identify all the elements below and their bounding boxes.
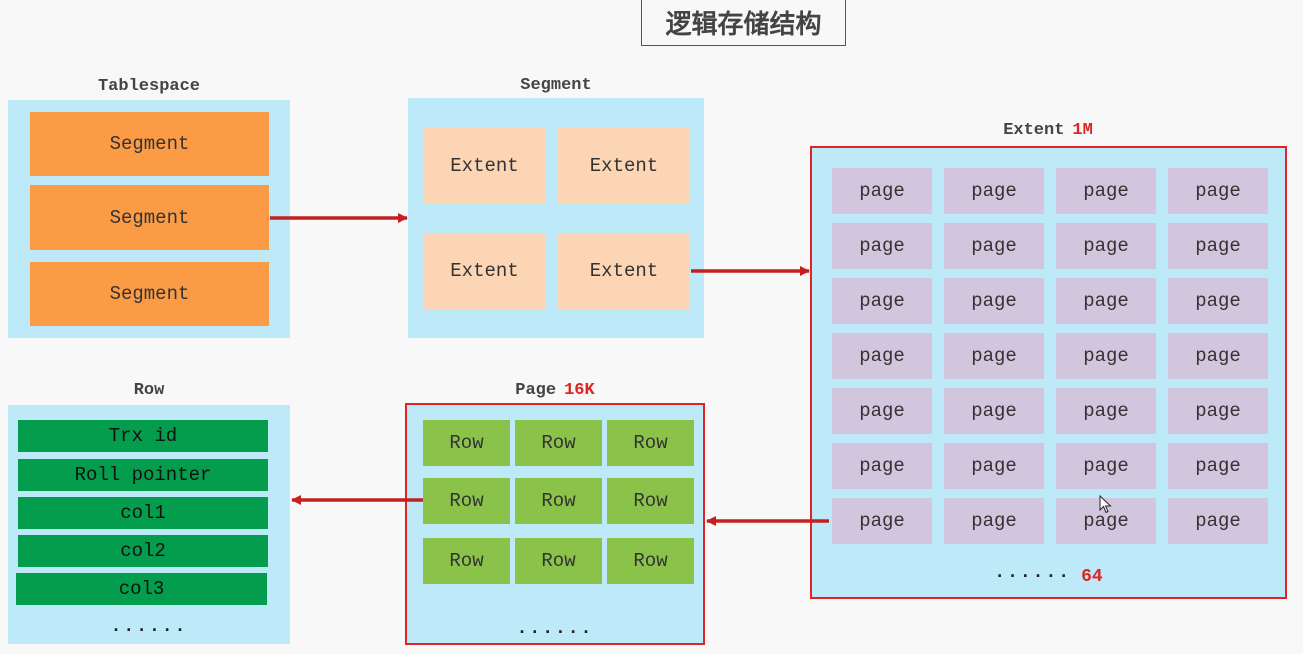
extent-page-cell: page [1056, 333, 1156, 379]
extent-page-cell: page [1056, 443, 1156, 489]
extent-page-cell: page [832, 278, 932, 324]
extent-page-cell: page [1168, 223, 1268, 269]
extent-page-cell: page [1056, 168, 1156, 214]
extent-ellipsis-dots: ······ [994, 567, 1072, 587]
page-ellipsis: ...... [516, 619, 594, 639]
page-size: 16K [564, 381, 595, 400]
extent-page-cell: page [1168, 278, 1268, 324]
page-row-cell: Row [607, 420, 694, 466]
segment-extent-1: Extent [423, 128, 546, 204]
page-heading-label: Page [515, 381, 557, 400]
extent-page-cell: page [1168, 168, 1268, 214]
extent-page-cell: page [944, 498, 1044, 544]
page-row-cell: Row [423, 478, 510, 524]
extent-page-cell: page [944, 278, 1044, 324]
extent-heading: Extent 1M [810, 121, 1286, 140]
page-row-cell: Row [515, 538, 602, 584]
segment-extent-3: Extent [423, 233, 546, 309]
segment-heading: Segment [520, 76, 592, 95]
row-field-col2: col2 [18, 535, 268, 567]
diagram-title: 逻辑存储结构 [641, 0, 846, 46]
row-field-roll-pointer: Roll pointer [18, 459, 268, 491]
extent-page-cell: page [944, 388, 1044, 434]
page-row-cell: Row [607, 538, 694, 584]
page-row-cell: Row [607, 478, 694, 524]
extent-page-cell: page [832, 443, 932, 489]
row-field-col3: col3 [16, 573, 267, 605]
page-row-cell: Row [423, 420, 510, 466]
row-field-trx-id: Trx id [18, 420, 268, 452]
extent-page-count: 64 [1081, 567, 1103, 587]
tablespace-heading: Tablespace [97, 77, 201, 96]
segment-extent-4: Extent [558, 233, 690, 309]
extent-page-cell: page [832, 168, 932, 214]
extent-page-cell: page [944, 168, 1044, 214]
extent-page-cell: page [1168, 498, 1268, 544]
extent-page-cell: page [832, 498, 932, 544]
extent-page-cell: page [1056, 388, 1156, 434]
extent-ellipsis: ······ 64 [812, 567, 1285, 587]
segment-panel: Extent Extent Extent Extent [408, 98, 704, 338]
extent-page-cell: page [1168, 333, 1268, 379]
mouse-cursor-icon [1099, 495, 1112, 514]
page-row-cell: Row [515, 478, 602, 524]
tablespace-segment-3: Segment [30, 262, 269, 326]
row-heading: Row [133, 381, 165, 400]
tablespace-segment-1: Segment [30, 112, 269, 176]
extent-page-cell: page [1168, 443, 1268, 489]
extent-panel: page page page page page page page page page page… [810, 146, 1287, 599]
extent-page-cell: page [944, 333, 1044, 379]
extent-size: 1M [1072, 121, 1093, 140]
page-row-cell: Row [515, 420, 602, 466]
tablespace-segment-2: Segment [30, 185, 269, 250]
page-heading: Page 16K [405, 381, 705, 400]
extent-heading-label: Extent [1003, 121, 1065, 140]
row-ellipsis: ...... [110, 617, 188, 637]
extent-page-cell: page [944, 223, 1044, 269]
row-panel: Trx id Roll pointer col1 col2 col3 .....… [8, 405, 290, 644]
extent-page-cell: page [832, 388, 932, 434]
extent-page-cell: page [1056, 223, 1156, 269]
segment-extent-2: Extent [558, 128, 690, 204]
row-field-col1: col1 [18, 497, 268, 529]
extent-page-cell: page [944, 443, 1044, 489]
tablespace-panel: Segment Segment Segment [8, 100, 290, 338]
extent-page-cell: page [1056, 278, 1156, 324]
extent-page-cell: page [832, 333, 932, 379]
extent-page-cell: page [1168, 388, 1268, 434]
page-row-cell: Row [423, 538, 510, 584]
extent-page-cell: page [832, 223, 932, 269]
